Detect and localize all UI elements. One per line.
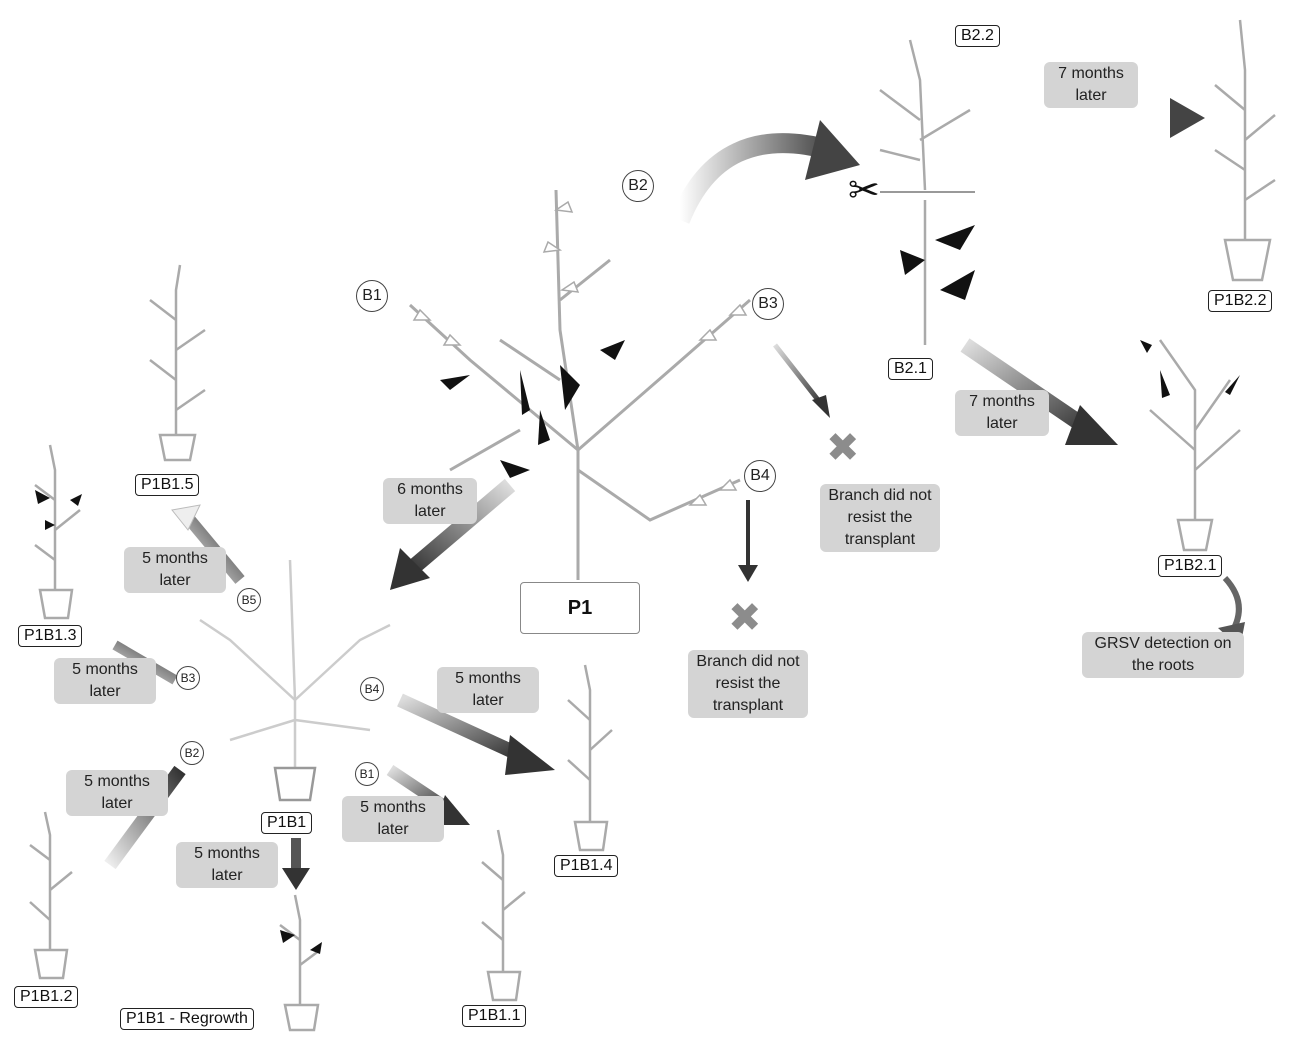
scissors-icon: ✂ [848, 170, 880, 212]
arrow-b2-to-cut-head [805, 120, 860, 180]
label-p1b1-1: P1B1.1 [462, 1005, 527, 1027]
subbranch-b4: B4 [360, 677, 384, 701]
plant-p1b2-2 [1214, 19, 1276, 282]
arrow-seven-months-b-head [1065, 405, 1118, 445]
subbranch-b3: B3 [176, 666, 200, 690]
label-p1b1-5: P1B1.5 [135, 474, 200, 496]
branch-b2: B2 [622, 170, 654, 202]
plant-p1b1-regrowth-dark-leaves [280, 930, 322, 954]
note-five-b5: 5 months later [124, 547, 226, 593]
arrow-six-months [404, 478, 516, 577]
subbranch-b5: B5 [237, 588, 261, 612]
plant-p1b1 [199, 559, 391, 802]
label-b2-2: B2.2 [955, 25, 1000, 47]
note-six-months: 6 months later [383, 478, 477, 524]
label-b2-1: B2.1 [888, 358, 933, 380]
note-seven-months-a: 7 months later [1044, 62, 1138, 108]
branch-b4: B4 [744, 460, 776, 492]
plant-p1b1-5 [149, 264, 206, 462]
label-p1b1: P1B1 [261, 812, 313, 834]
arrow-b4-small-head [505, 735, 555, 775]
branch-b3: B3 [752, 288, 784, 320]
arrow-six-months-head [390, 548, 430, 590]
arrow-regrowth-head [282, 868, 310, 890]
cross-icon-b3: ✖ [826, 426, 860, 470]
arrow-b2-to-cut [670, 133, 833, 224]
label-p1b1-2: P1B1.2 [14, 986, 79, 1008]
note-seven-months-b: 7 months later [955, 390, 1049, 436]
plant-p1b1-4 [567, 664, 613, 852]
plant-p1b2-1-dark-leaves [1140, 340, 1240, 398]
label-p1b1-regrowth: P1B1 - Regrowth [120, 1008, 254, 1030]
note-five-b4: 5 months later [437, 667, 539, 713]
note-five-b1: 5 months later [342, 796, 444, 842]
label-p1b2-1: P1B2.1 [1158, 555, 1223, 577]
plant-p1b2-1 [1149, 339, 1241, 552]
note-five-regrowth: 5 months later [176, 842, 278, 888]
plant-p1b1-1 [481, 829, 526, 1002]
main-plant-dark-leaves [440, 340, 625, 478]
arrow-b4-fail-head [738, 565, 758, 582]
main-plant-leaves [412, 200, 748, 506]
note-five-b2: 5 months later [66, 770, 168, 816]
plant-p1b1-3 [34, 444, 81, 620]
note-branch-fail-b3: Branch did not resist the transplant [820, 484, 940, 552]
arrow-b4-small [397, 693, 523, 762]
note-five-b3: 5 months later [54, 658, 156, 704]
arrow-seven-months-a-head [1170, 98, 1205, 138]
cross-icon-b4: ✖ [728, 596, 762, 640]
label-p1b2-2: P1B2.2 [1208, 290, 1273, 312]
note-grsv: GRSV detection on the roots [1082, 632, 1244, 678]
plant-p1b1-regrowth [279, 894, 321, 1032]
subbranch-b2: B2 [180, 741, 204, 765]
subbranch-b1: B1 [355, 762, 379, 786]
branch-b2-top [879, 39, 971, 191]
plant-p1b1-3-dark-leaves [35, 490, 82, 530]
arrow-b3-fail [773, 343, 824, 407]
label-p1b1-4: P1B1.4 [554, 855, 619, 877]
arrow-b3-fail-head [812, 395, 830, 418]
label-p1: P1 [520, 582, 640, 634]
branch-b1: B1 [356, 280, 388, 312]
arrow-b2-small [104, 765, 186, 870]
arrow-seven-months-b [960, 338, 1095, 437]
branch-b2-dark-leaves [900, 225, 975, 300]
plant-p1b1-2 [29, 811, 73, 980]
label-p1b1-3: P1B1.3 [18, 625, 83, 647]
note-branch-fail-b4: Branch did not resist the transplant [688, 650, 808, 718]
arrow-b5-head [171, 504, 201, 531]
